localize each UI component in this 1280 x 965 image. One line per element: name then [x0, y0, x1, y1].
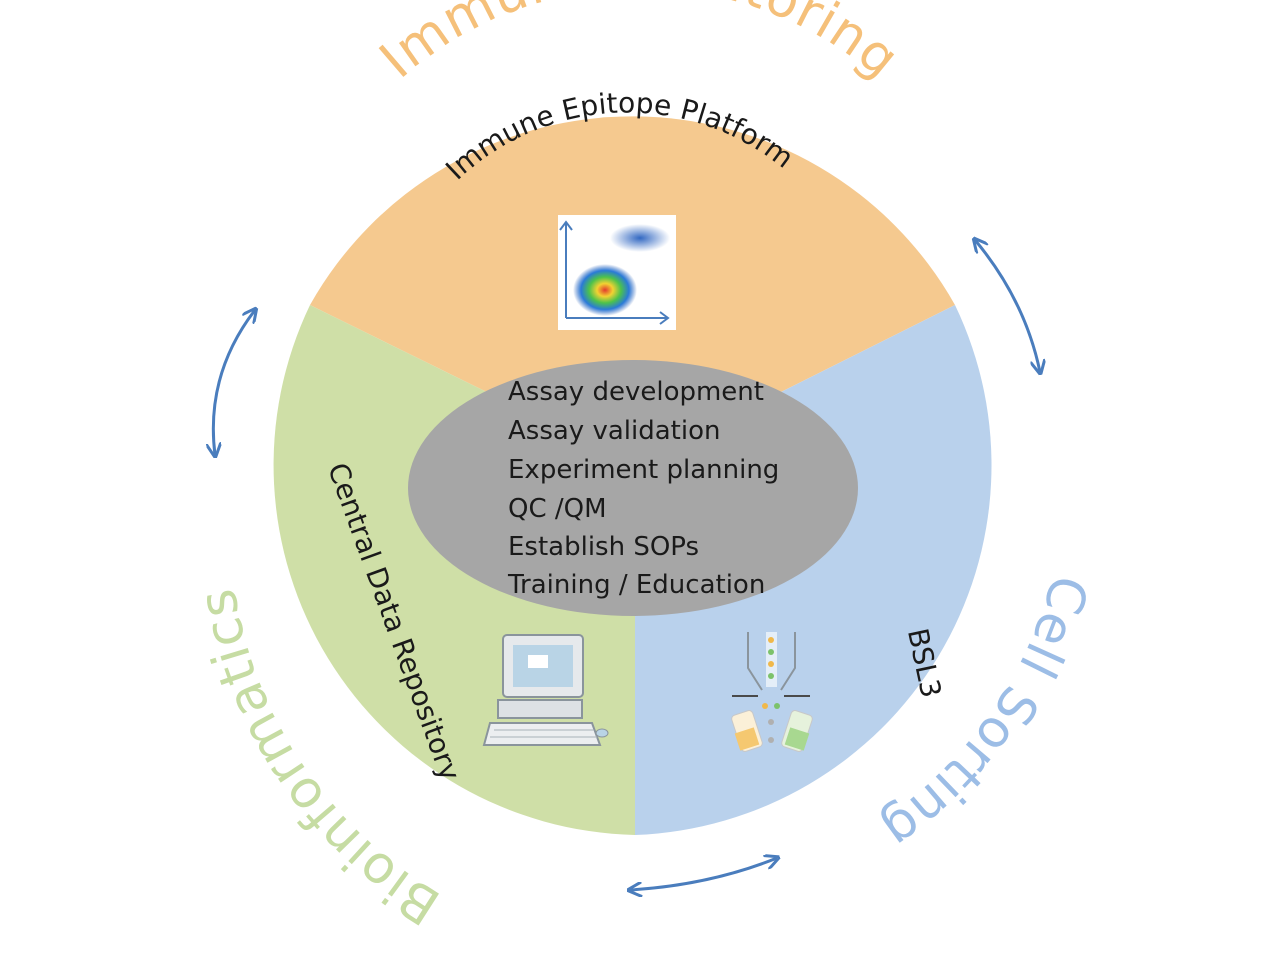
computer-icon [482, 634, 609, 746]
center-ellipse [408, 360, 858, 616]
center-item-assay-validation: Assay validation [508, 416, 720, 446]
cell-sorter-icon [731, 632, 813, 752]
center-item-experiment-planning: Experiment planning [508, 455, 779, 485]
arrow-immune-cell-sorting [975, 240, 1040, 372]
center-item-training-education: Training / Education [507, 570, 765, 600]
center-item-assay-development: Assay development [508, 377, 764, 407]
flow-cytometry-plot-icon [558, 215, 676, 330]
center-list: Assay development Assay validation Exper… [507, 377, 779, 600]
arrow-cell-sorting-bioinformatics [630, 858, 777, 890]
connector-arrows [213, 240, 1040, 890]
center-item-qc-qm: QC /QM [508, 494, 607, 524]
arrow-bioinformatics-immune [213, 310, 255, 455]
outer-label-immune-monitoring: Immune Monitoring [369, 0, 910, 90]
center-item-establish-sops: Establish SOPs [508, 532, 699, 562]
